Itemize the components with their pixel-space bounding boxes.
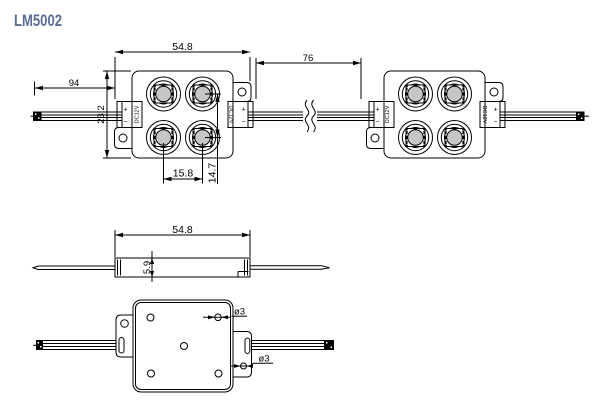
voltage-label: DC12V [481, 106, 487, 124]
dim-text: 5.9 [142, 261, 153, 274]
dim-module-height: 23.2 [96, 70, 131, 159]
dim-hole-top: ø3 [203, 307, 247, 320]
dim-text: 94 [69, 78, 80, 89]
wire-end [33, 111, 42, 121]
minus-label: − [123, 119, 127, 126]
dim-led-pitch-x: 15.8 [163, 143, 203, 184]
plus-label: + [493, 107, 497, 114]
dim-text: 14.7 [207, 163, 219, 184]
dim-text: 15.8 [173, 168, 194, 180]
voltage-label: DC12V [385, 105, 391, 123]
screw-hole [214, 369, 223, 378]
mount-ear-right [233, 331, 252, 378]
side-view: 54.8 5.9 [31, 224, 330, 282]
page-title: LM5002 [14, 11, 62, 30]
dim-text: 76 [303, 53, 314, 64]
wire-end [324, 340, 334, 350]
voltage-label: DC12V [135, 105, 141, 123]
wire-end [36, 340, 43, 350]
dim-text: ø3 [258, 354, 269, 365]
wire-slot [118, 337, 125, 354]
minus-label: − [493, 119, 497, 126]
screw-hole [147, 369, 155, 378]
plus-label: + [123, 107, 127, 114]
minus-label: − [375, 119, 379, 126]
wires-front [30, 99, 589, 133]
screw-hole [180, 342, 188, 350]
dim-hole-bottom: ø3 [231, 354, 273, 368]
dim-module-spacing: 76 [255, 53, 362, 99]
dim-side-width: 54.8 [114, 224, 251, 257]
dim-text: 23.2 [96, 105, 107, 124]
wire-end [576, 111, 585, 121]
wire-right [500, 111, 589, 121]
dim-text: 54.8 [172, 224, 193, 236]
bottom-body-inner [135, 302, 231, 390]
dim-text: 54.8 [172, 41, 193, 53]
front-view: + − DC12V + − DC12V + − DC12V + − DC12V [30, 41, 589, 184]
dim-overall-width: 54.8 [114, 41, 251, 99]
bottom-wire-left [33, 340, 116, 350]
wire-slot [244, 337, 251, 354]
dim-text: ø3 [234, 307, 245, 318]
side-body [114, 257, 251, 278]
voltage-label: DC12V [228, 106, 234, 124]
plus-label: + [241, 107, 245, 114]
screw-hole [146, 313, 155, 322]
bottom-body-outer [132, 299, 234, 393]
mount-hole [120, 319, 129, 328]
wire-middle [248, 99, 374, 133]
dim-side-thickness: 5.9 [142, 251, 155, 282]
connector-labels: + − DC12V + − DC12V + − DC12V + − DC12V [123, 105, 497, 125]
dim-led-pitch-y: 14.7 [205, 93, 221, 184]
bottom-wire-right [251, 340, 334, 350]
mount-ear-left [115, 314, 133, 358]
dim-wire-length: 94 [34, 78, 115, 96]
wire-left [30, 111, 122, 121]
plus-label: + [375, 107, 379, 114]
minus-label: − [241, 119, 245, 126]
bottom-view: ø3 ø3 [33, 299, 334, 393]
side-wire-left [31, 265, 115, 271]
side-wire-right [250, 265, 330, 270]
